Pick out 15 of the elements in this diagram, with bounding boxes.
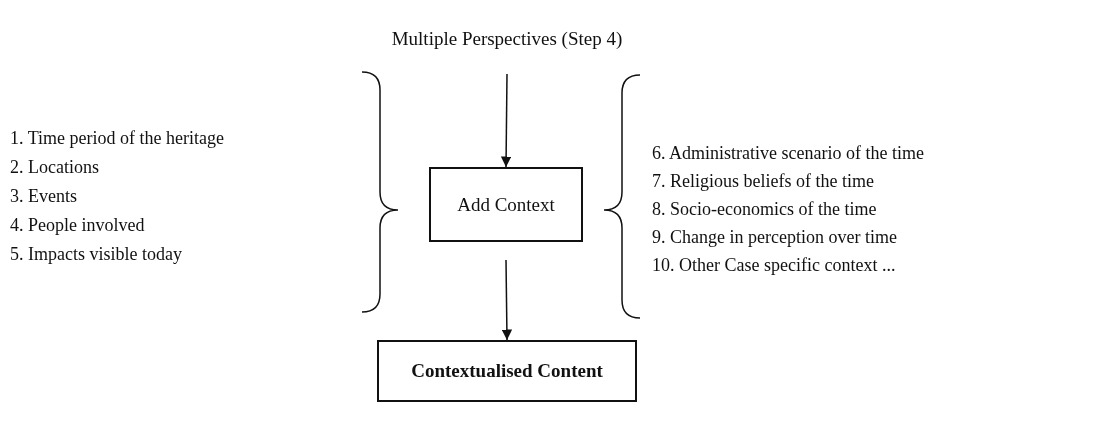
list-item: 2. Locations	[10, 157, 99, 178]
list-item: 5. Impacts visible today	[10, 244, 182, 265]
list-item: 8. Socio-economics of the time	[652, 199, 877, 220]
output-box: Contextualised Content	[377, 340, 637, 402]
list-item: 7. Religious beliefs of the time	[652, 171, 874, 192]
list-item: 6. Administrative scenario of the time	[652, 143, 924, 164]
list-item: 10. Other Case specific context ...	[652, 255, 896, 276]
heading-text: Multiple Perspectives (Step 4)	[380, 22, 634, 56]
list-item: 9. Change in perception over time	[652, 227, 897, 248]
list-item: 3. Events	[10, 186, 77, 207]
list-item: 4. People involved	[10, 215, 145, 236]
process-box: Add Context	[429, 167, 583, 242]
list-item: 1. Time period of the heritage	[10, 128, 224, 149]
arrow	[501, 259, 513, 341]
arrow	[500, 73, 512, 168]
